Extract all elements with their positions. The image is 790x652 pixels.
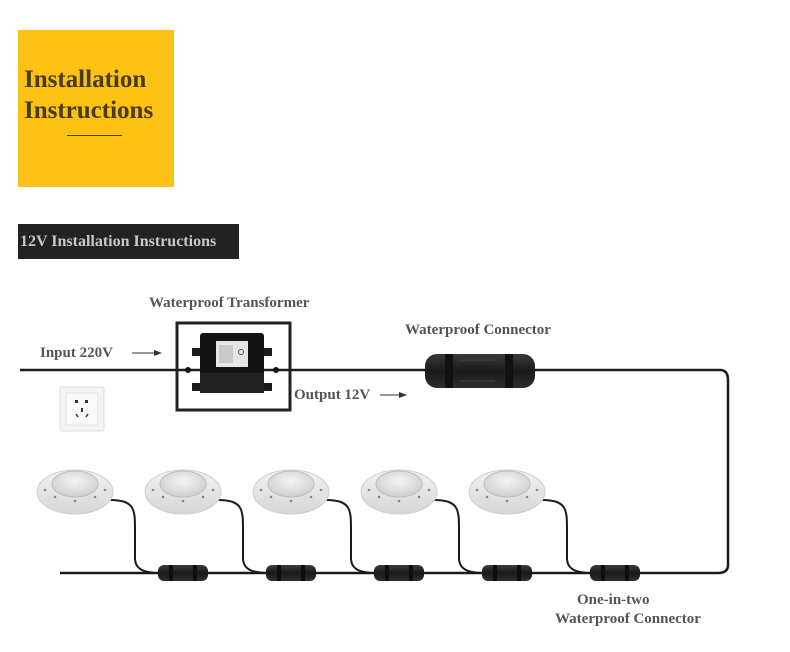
drop-cable xyxy=(541,499,594,574)
label-input: Input 220V xyxy=(40,345,113,361)
label-connector: Waterproof Connector xyxy=(405,322,551,338)
transformer-frame xyxy=(175,321,292,412)
pool-light-icon xyxy=(36,469,114,515)
lights-group xyxy=(36,469,640,581)
drop-cable xyxy=(109,499,162,574)
label-output: Output 12V xyxy=(294,387,370,403)
title-underline xyxy=(67,135,122,136)
pool-light-icon xyxy=(144,469,222,515)
drop-cable xyxy=(433,499,486,574)
input-arrow-icon xyxy=(132,350,162,356)
splitter-connector-icon xyxy=(158,565,208,581)
waterproof-connector-icon xyxy=(425,354,535,388)
output-arrow-icon xyxy=(380,392,407,398)
title-card: Installation Instructions xyxy=(18,30,174,187)
drop-cable xyxy=(325,499,378,574)
pool-light-icon xyxy=(252,469,330,515)
label-transformer: Waterproof Transformer xyxy=(149,295,310,311)
pool-light-icon xyxy=(468,469,546,515)
transformer-icon xyxy=(185,333,279,393)
wall-socket-icon xyxy=(59,386,105,432)
splitter-connector-icon xyxy=(266,565,316,581)
title-line-1: Installation xyxy=(24,66,147,93)
section-banner: 12V Installation Instructions xyxy=(18,224,239,259)
splitter-connector-icon xyxy=(374,565,424,581)
splitter-connector-icon xyxy=(482,565,532,581)
title-line-2: Instructions xyxy=(24,97,154,124)
splitter-connector-icon xyxy=(590,565,640,581)
label-splitter-line1: One-in-two xyxy=(577,592,650,608)
label-splitter-line2: Waterproof Connector xyxy=(555,611,701,627)
main-cable xyxy=(20,368,730,575)
pool-light-icon xyxy=(360,469,438,515)
drop-cable xyxy=(217,499,270,574)
